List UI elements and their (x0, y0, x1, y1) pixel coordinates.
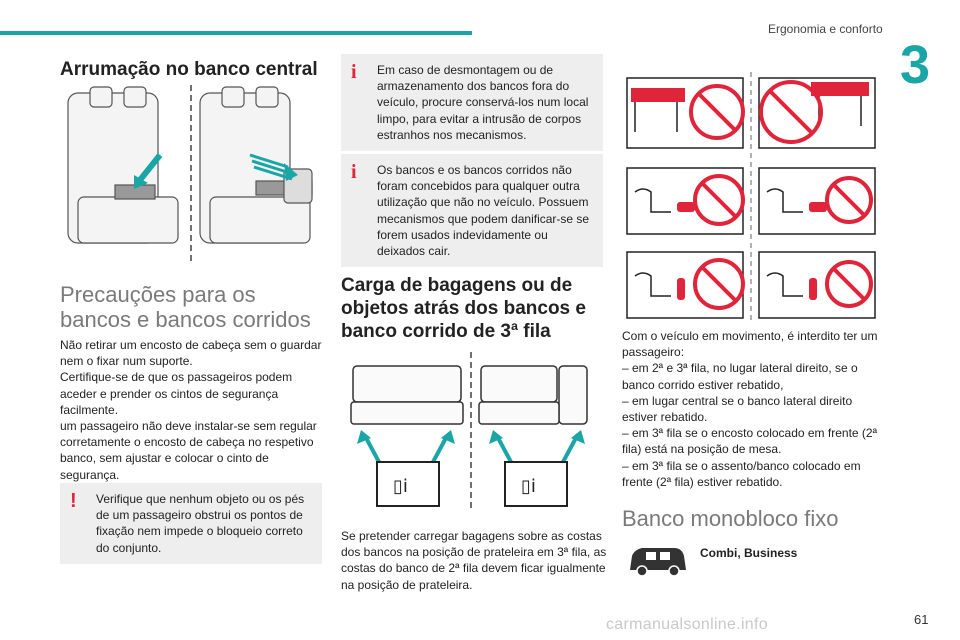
svg-text:▯i: ▯i (521, 476, 536, 497)
fixed-bench-title: Banco monobloco fixo (622, 506, 839, 531)
warning-box: ! Verifique que nenhum objeto ou os pés … (60, 483, 322, 564)
passenger-prohibition-illustrations (626, 72, 876, 322)
luggage-body: Se pretender carregar bagagens sobre as … (341, 529, 607, 592)
luggage-title: Carga de bagagens ou de objetos atrás do… (341, 275, 586, 343)
vehicle-version-label: Combi, Business (700, 546, 798, 560)
info-icon: i (351, 161, 357, 183)
van-icon (630, 548, 686, 577)
info-text-1: Em caso de desmontagem ou de armazenamen… (377, 63, 589, 142)
header-accent-bar (0, 31, 472, 35)
central-seat-storage-illustration (67, 85, 313, 263)
svg-text:▯i: ▯i (393, 476, 408, 497)
precautions-title: Precauções para os bancos e bancos corri… (60, 282, 311, 333)
col1-title: Arrumação no banco central (60, 58, 330, 81)
precautions-body: Não retirar um encosto de cabeça sem o g… (60, 338, 322, 482)
page-number: 61 (914, 612, 929, 627)
warning-text: Verifique que nenhum objeto ou os pés de… (96, 492, 305, 555)
watermark: carmanualsonline.info (606, 616, 768, 633)
prohibition-body: Com o veículo em movimento, é interdito … (622, 329, 878, 489)
chapter-number: 3 (900, 35, 931, 95)
info-text-2: Os bancos e os bancos corridos não foram… (377, 163, 590, 258)
info-box-1: i Em caso de desmontagem ou de armazenam… (341, 54, 603, 151)
info-box-2: i Os bancos e os bancos corridos não for… (341, 154, 603, 268)
luggage-shelf-illustration: ▯i ▯i (350, 352, 588, 512)
warning-icon: ! (70, 490, 77, 512)
section-header: Ergonomia e conforto (768, 22, 883, 36)
info-icon: i (351, 61, 357, 83)
storage-title: Arrumação no banco central (60, 59, 318, 80)
